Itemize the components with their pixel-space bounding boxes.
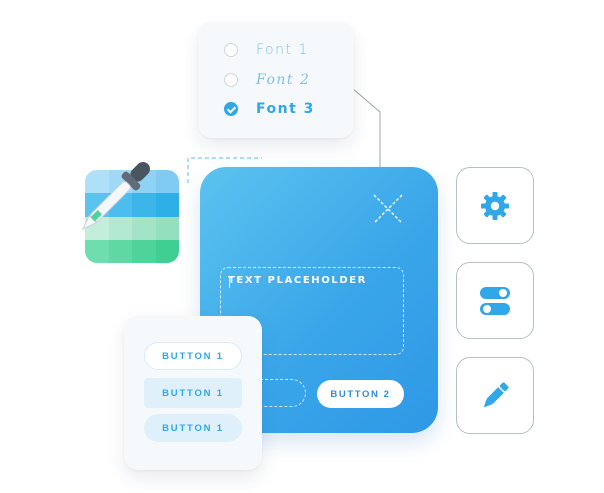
gear-icon xyxy=(481,191,509,220)
button-1-outline[interactable]: BUTTON 1 xyxy=(144,342,242,370)
swatch-cell[interactable] xyxy=(108,216,132,240)
text-cursor xyxy=(229,277,230,288)
font-option-3[interactable]: Font 3 xyxy=(224,99,315,119)
text-placeholder: TEXT PLACEHOLDER xyxy=(228,275,367,286)
font-option-1[interactable]: Font 1 xyxy=(224,40,309,60)
font-option-label: Font 2 xyxy=(256,72,311,88)
eyedropper-icon[interactable] xyxy=(64,148,164,248)
radio-unchecked-icon[interactable] xyxy=(224,73,238,87)
button-2[interactable]: BUTTON 2 xyxy=(317,380,404,408)
font-option-label: Font 3 xyxy=(256,101,315,117)
button-1-filled[interactable]: BUTTON 1 xyxy=(144,378,242,408)
swatch-cell[interactable] xyxy=(155,193,179,217)
pencil-icon xyxy=(483,381,509,407)
font-option-2[interactable]: Font 2 xyxy=(224,70,310,90)
swatch-cell[interactable] xyxy=(155,216,179,240)
edit-tool-button[interactable] xyxy=(456,357,534,434)
swatch-cell[interactable] xyxy=(85,239,109,263)
swatch-cell[interactable] xyxy=(132,193,156,217)
radio-checked-icon[interactable] xyxy=(224,102,238,116)
toggle-switches-icon xyxy=(480,286,510,315)
settings-tool-button[interactable] xyxy=(456,167,534,244)
text-placeholder-box[interactable] xyxy=(220,267,404,355)
swatch-cell[interactable] xyxy=(132,216,156,240)
swatch-cell[interactable] xyxy=(155,239,179,263)
toggles-tool-button[interactable] xyxy=(456,262,534,339)
swatch-cell[interactable] xyxy=(132,239,156,263)
radio-unchecked-icon[interactable] xyxy=(224,43,238,57)
button-1-soft[interactable]: BUTTON 1 xyxy=(144,414,242,442)
font-option-label: Font 1 xyxy=(256,42,309,58)
swatch-cell[interactable] xyxy=(155,170,179,194)
swatch-cell[interactable] xyxy=(85,170,109,194)
swatch-cell[interactable] xyxy=(108,239,132,263)
close-icon[interactable] xyxy=(372,193,404,225)
